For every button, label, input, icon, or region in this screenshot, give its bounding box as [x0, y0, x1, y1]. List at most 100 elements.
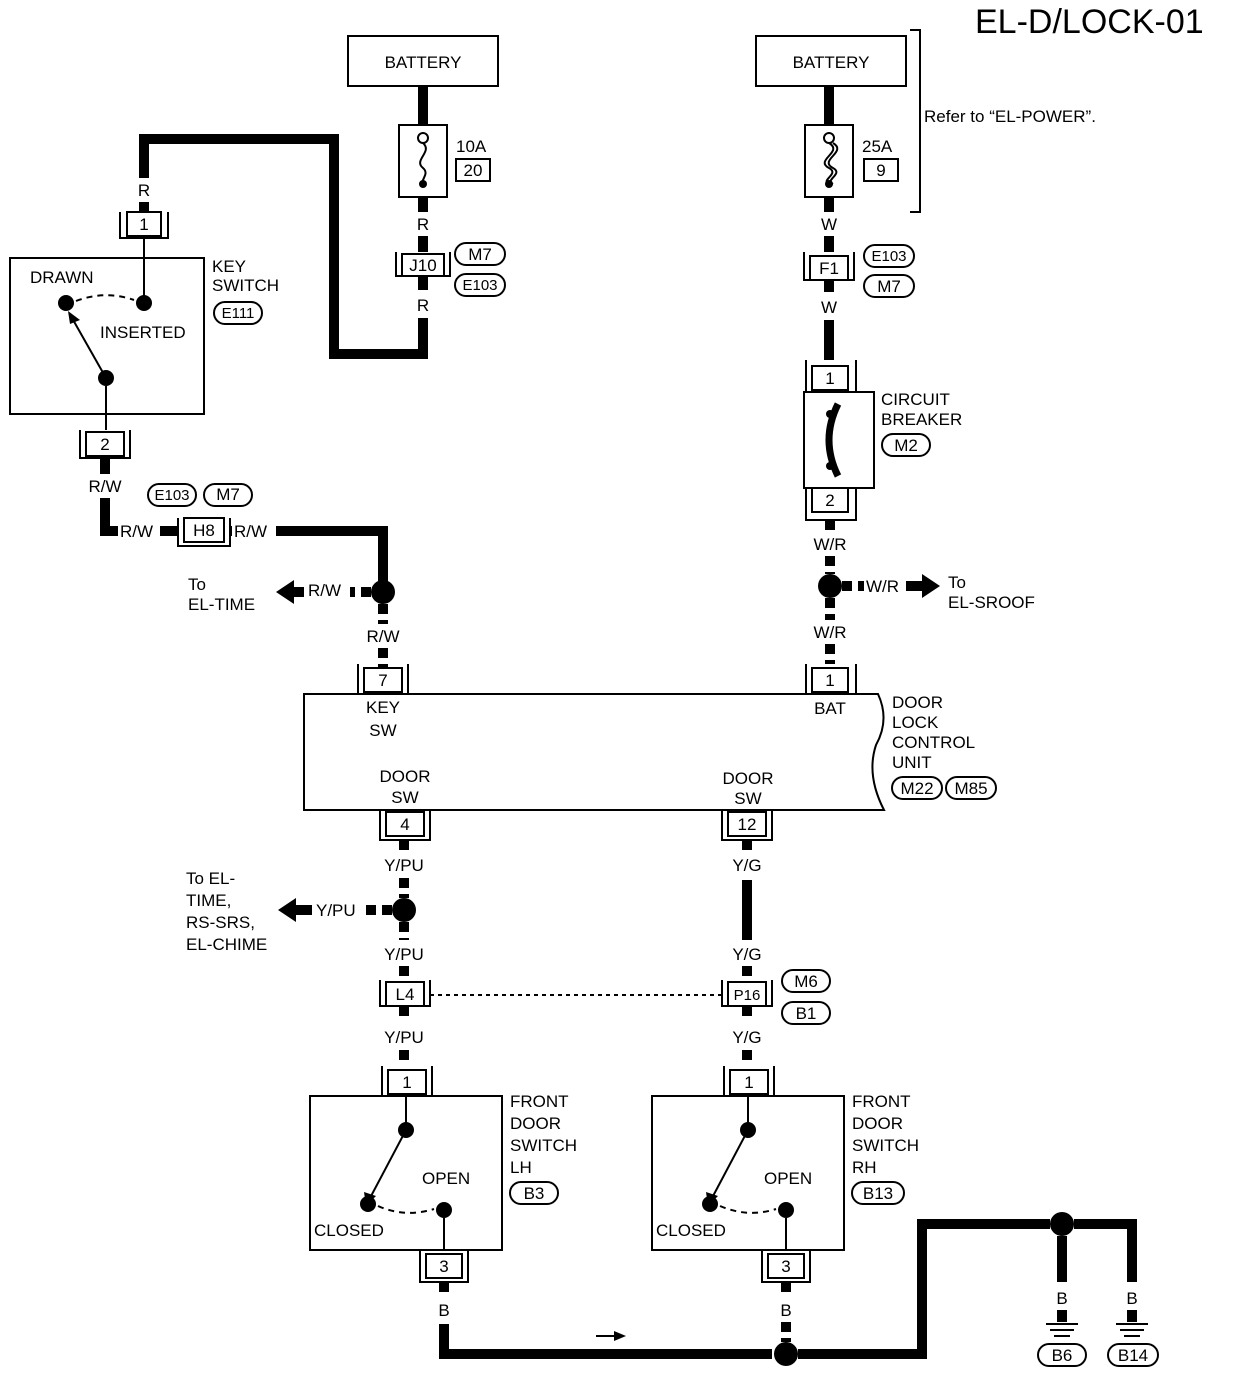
diagram-title: EL-D/LOCK-01 [975, 3, 1204, 41]
ref-m7-h8: M7 [216, 485, 240, 504]
wire-label-ypu-4: Y/PU [384, 1028, 424, 1047]
wire-label-w-2: W [821, 298, 837, 317]
door-lh-label2: DOOR [510, 1114, 561, 1133]
svg-text:L4: L4 [396, 985, 415, 1004]
to-multi-line1: To EL- [186, 869, 235, 888]
to-el-time-line1: To [188, 575, 206, 594]
svg-text:12: 12 [738, 815, 757, 834]
svg-text:J10: J10 [409, 256, 436, 275]
door-rh-pin3: 3 [761, 1250, 811, 1283]
to-el-time-line2: EL-TIME [188, 595, 255, 614]
arrow-small-icon [614, 1331, 626, 1341]
circuit-breaker-pin1: 1 [805, 360, 857, 393]
battery-left [347, 35, 499, 87]
wire-label-rw: R/W [88, 477, 121, 496]
fuse-left-amps: 10A [456, 137, 487, 156]
control-unit-label4: UNIT [892, 753, 932, 772]
ref-b13: B13 [863, 1184, 893, 1203]
fuse-left-icon [398, 124, 448, 198]
wire-label-rw-3: R/W [234, 522, 267, 541]
svg-text:3: 3 [439, 1257, 448, 1276]
svg-text:H8: H8 [193, 521, 215, 540]
ref-b1: B1 [796, 1004, 817, 1023]
ref-b3: B3 [524, 1184, 545, 1203]
ref-m85: M85 [954, 779, 987, 798]
connector-f1: F1 [803, 252, 855, 281]
control-unit-door-sw-rh1: DOOR [723, 769, 774, 788]
fuse-right-icon [804, 124, 854, 198]
wire-label-yg-2: Y/G [732, 945, 761, 964]
ref-m7-j10: M7 [468, 245, 492, 264]
fuse-right-amps: 25A [862, 137, 893, 156]
wire-label-b-4: B [1126, 1289, 1137, 1308]
wire-label-b: B [438, 1301, 449, 1320]
svg-text:F1: F1 [819, 259, 839, 278]
control-unit-door-sw-lh1: DOOR [380, 767, 431, 786]
wire-label-w: W [821, 215, 837, 234]
wire-label-yg: Y/G [732, 856, 761, 875]
key-switch-inserted: INSERTED [100, 323, 186, 342]
svg-text:1: 1 [825, 369, 834, 388]
to-el-sroof-line2: EL-SROOF [948, 593, 1035, 612]
door-rh-open: OPEN [764, 1169, 812, 1188]
wire-label-ypu-2: Y/PU [316, 901, 356, 920]
arrow-left-icon-2 [278, 898, 296, 922]
ground-ref-b14: B14 [1118, 1346, 1148, 1365]
door-lh-label1: FRONT [510, 1092, 569, 1111]
connector-l4: L4 [379, 980, 431, 1007]
ref-e103-h8: E103 [154, 487, 189, 504]
ref-e103-f1: E103 [871, 248, 906, 265]
splice-rw [371, 580, 395, 604]
svg-text:1: 1 [139, 215, 148, 234]
splice-b-2 [1050, 1212, 1074, 1236]
door-lh-pin1: 1 [381, 1066, 433, 1097]
wire-label-wr: W/R [813, 535, 846, 554]
control-unit-label1: DOOR [892, 693, 943, 712]
arrow-left-icon [276, 580, 294, 604]
wire-label-r: R [417, 215, 429, 234]
wire-label-ypu: Y/PU [384, 856, 424, 875]
circuit-breaker-icon [825, 402, 842, 478]
door-lh-closed: CLOSED [314, 1221, 384, 1240]
control-unit-box [303, 693, 886, 811]
svg-text:4: 4 [400, 815, 409, 834]
svg-text:1: 1 [744, 1073, 753, 1092]
to-el-sroof-line1: To [948, 573, 966, 592]
wire-label-yg-3: Y/G [732, 1028, 761, 1047]
control-unit-bat: BAT [814, 699, 846, 718]
door-lh-label3: SWITCH [510, 1136, 577, 1155]
key-switch-pin2: 2 [79, 430, 131, 459]
splice-b [774, 1342, 798, 1366]
control-unit-pin7: 7 [357, 664, 409, 695]
wire-label-rw-2: R/W [120, 522, 153, 541]
wire-label-rw-5: R/W [366, 627, 399, 646]
control-unit-key-sw2: SW [369, 721, 396, 740]
battery-right-label: BATTERY [793, 53, 870, 72]
control-unit-key-sw1: KEY [366, 698, 400, 717]
wire-label-r-3: R [138, 181, 150, 200]
battery-left-label: BATTERY [385, 53, 462, 72]
door-rh-label1: FRONT [852, 1092, 911, 1111]
ref-e111: E111 [222, 305, 255, 322]
connector-p16: P16 [721, 980, 773, 1007]
arrow-right-icon [922, 574, 940, 598]
control-unit-pin4: 4 [379, 810, 431, 841]
ground-ref-b6: B6 [1052, 1346, 1073, 1365]
svg-text:1: 1 [825, 671, 834, 690]
svg-text:2: 2 [825, 491, 834, 510]
key-switch-label1: KEY [212, 257, 246, 276]
wire-label-rw-4: R/W [308, 581, 341, 600]
ground-icon [1046, 1323, 1078, 1337]
connector-h8: H8 [177, 517, 231, 547]
key-switch-drawn: DRAWN [30, 268, 94, 287]
key-switch-pin1: 1 [119, 211, 169, 239]
door-lh-open: OPEN [422, 1169, 470, 1188]
ground-icon-2 [1116, 1323, 1148, 1337]
wire-label-wr-3: W/R [813, 623, 846, 642]
refer-note: Refer to “EL-POWER”. [924, 107, 1096, 126]
fuse-left-number: 20 [464, 161, 483, 180]
door-rh-label2: DOOR [852, 1114, 903, 1133]
door-lh-pin3: 3 [419, 1250, 469, 1283]
svg-text:1: 1 [402, 1073, 411, 1092]
